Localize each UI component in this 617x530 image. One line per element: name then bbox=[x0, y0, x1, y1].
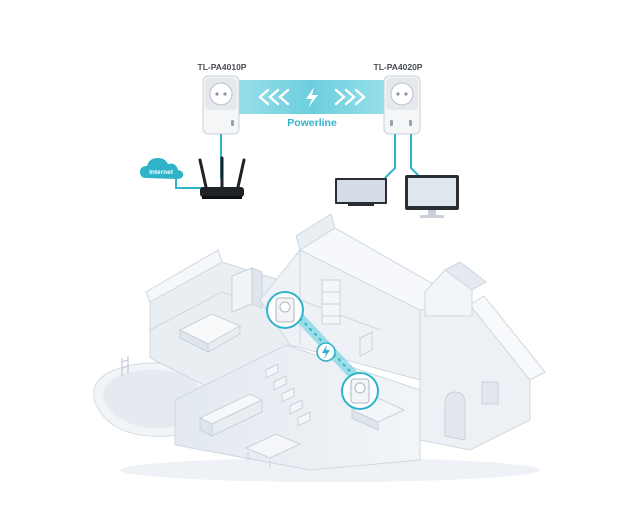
adapter-right-label: TL-PA4020P bbox=[374, 62, 423, 72]
dining-table bbox=[244, 433, 302, 468]
adapter-left-label: TL-PA4010P bbox=[198, 62, 247, 72]
internet-cloud-icon: Internet bbox=[140, 158, 184, 179]
adapter-right bbox=[383, 75, 421, 135]
bed bbox=[178, 313, 242, 353]
house-adapter-upper bbox=[266, 291, 304, 329]
kitchen bbox=[198, 393, 264, 437]
router-icon bbox=[198, 156, 246, 199]
lightning-bolt-icon bbox=[306, 87, 318, 108]
tv-icon bbox=[335, 178, 387, 206]
bookshelf bbox=[321, 279, 341, 325]
house-illustration bbox=[93, 213, 546, 482]
house-adapter-lower bbox=[341, 372, 379, 410]
chevrons-right-icon bbox=[334, 88, 366, 106]
house-lightning-icon bbox=[316, 342, 336, 362]
chevrons-left-icon bbox=[258, 88, 290, 106]
link-label: Powerline bbox=[287, 117, 337, 129]
cloud-label: Internet bbox=[149, 169, 174, 176]
stairs bbox=[265, 363, 311, 427]
adapter-left bbox=[202, 75, 240, 135]
monitor-icon bbox=[405, 175, 459, 218]
